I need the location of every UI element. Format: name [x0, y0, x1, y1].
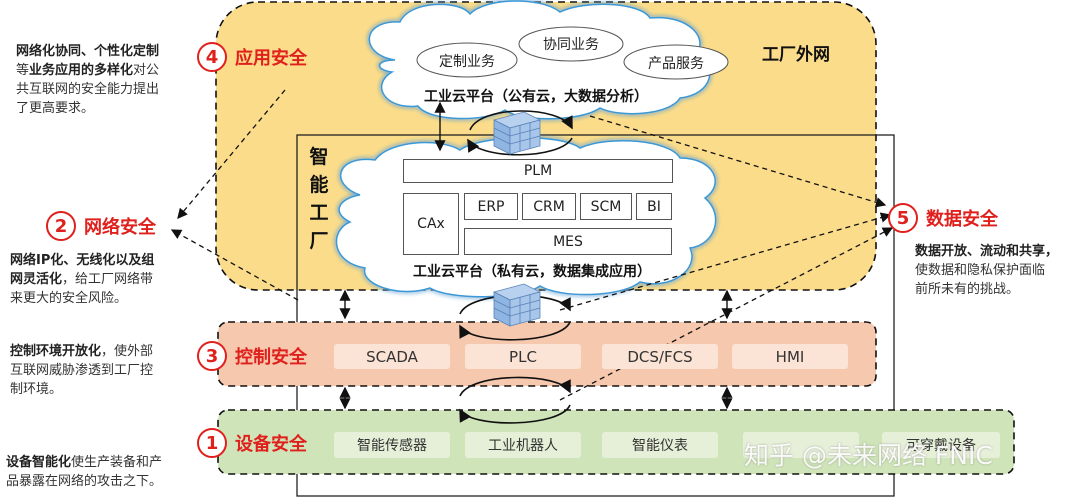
ctrl-security-badge: 3 控制安全: [197, 341, 307, 371]
control-item: SCADA: [334, 344, 450, 369]
public-cloud-shape: [367, 0, 729, 121]
watermark-text: 知乎 @未来网络 FNIC: [744, 441, 993, 470]
pointer-arrows: [170, 89, 894, 401]
badge-number: 3: [197, 341, 227, 371]
data-security-badge: 5 数据安全: [888, 203, 998, 233]
mes-module: MES: [464, 228, 672, 255]
smart-factory-label: 智 能 工 厂: [309, 146, 329, 252]
badge-label: 控制安全: [235, 347, 307, 368]
cycle-arrows-top: [467, 110, 573, 156]
crm-module: CRM: [522, 193, 576, 220]
smart-factory-boundary: [296, 134, 895, 497]
public-cloud-item: 协同业务: [543, 37, 599, 53]
net-security-badge: 2 网络安全: [46, 211, 156, 241]
net-security-note: 网络IP化、无线化以及组 网灵活化，给工厂网络带 来更大的安全风险。: [10, 253, 155, 306]
app-security-badge: 4 应用安全: [197, 42, 307, 72]
device-item: [743, 432, 859, 458]
public-cloud-item: 定制业务: [439, 54, 495, 70]
data-security-note: 数据开放、流动和共享， 使数据和隐私保护面临 前所未有的挑战。: [915, 244, 1059, 297]
badge-number: 5: [888, 203, 918, 233]
cax-module: CAx: [403, 193, 459, 255]
dev-security-note: 设备智能化使生产装备和产 品暴露在网络的攻击之下。: [6, 455, 163, 489]
badge-number: 4: [197, 42, 227, 72]
cycle-arrows-bottom: [459, 376, 571, 424]
dev-security-badge: 1 设备安全: [197, 428, 307, 458]
badge-label: 应用安全: [235, 48, 307, 69]
badge-label: 数据安全: [926, 209, 998, 230]
public-cloud-caption: 工业云平台（公有云，大数据分析）: [424, 89, 648, 105]
bi-module: BI: [636, 193, 672, 220]
device-item: 工业机器人: [465, 432, 581, 458]
scm-module: SCM: [580, 193, 632, 220]
badge-number: 1: [197, 428, 227, 458]
plm-module: PLM: [403, 159, 673, 183]
device-item: 可穿戴设备: [882, 432, 1000, 458]
firewall-icon: [492, 111, 542, 155]
badge-number: 2: [46, 211, 76, 241]
control-item: DCS/FCS: [602, 344, 718, 369]
ctrl-security-note: 控制环境开放化，使外部 互联网威胁渗透到工厂控 制环境。: [10, 344, 154, 397]
app-security-note: 网络化协同、个性化定制 等业务应用的多样化对公 共互联网的安全能力提出 了更高要…: [16, 44, 160, 116]
control-item: PLC: [465, 344, 581, 369]
firewall-icon: [492, 283, 542, 327]
badge-label: 设备安全: [235, 434, 307, 455]
outer-network-label: 工厂外网: [762, 45, 830, 65]
device-item: 智能传感器: [334, 432, 450, 458]
device-item: 智能仪表: [602, 432, 718, 458]
public-cloud-item: 产品服务: [648, 56, 704, 72]
private-cloud-caption: 工业云平台（私有云，数据集成应用）: [413, 264, 651, 280]
badge-label: 网络安全: [84, 217, 156, 238]
erp-module: ERP: [464, 193, 518, 220]
control-item: HMI: [732, 344, 848, 369]
